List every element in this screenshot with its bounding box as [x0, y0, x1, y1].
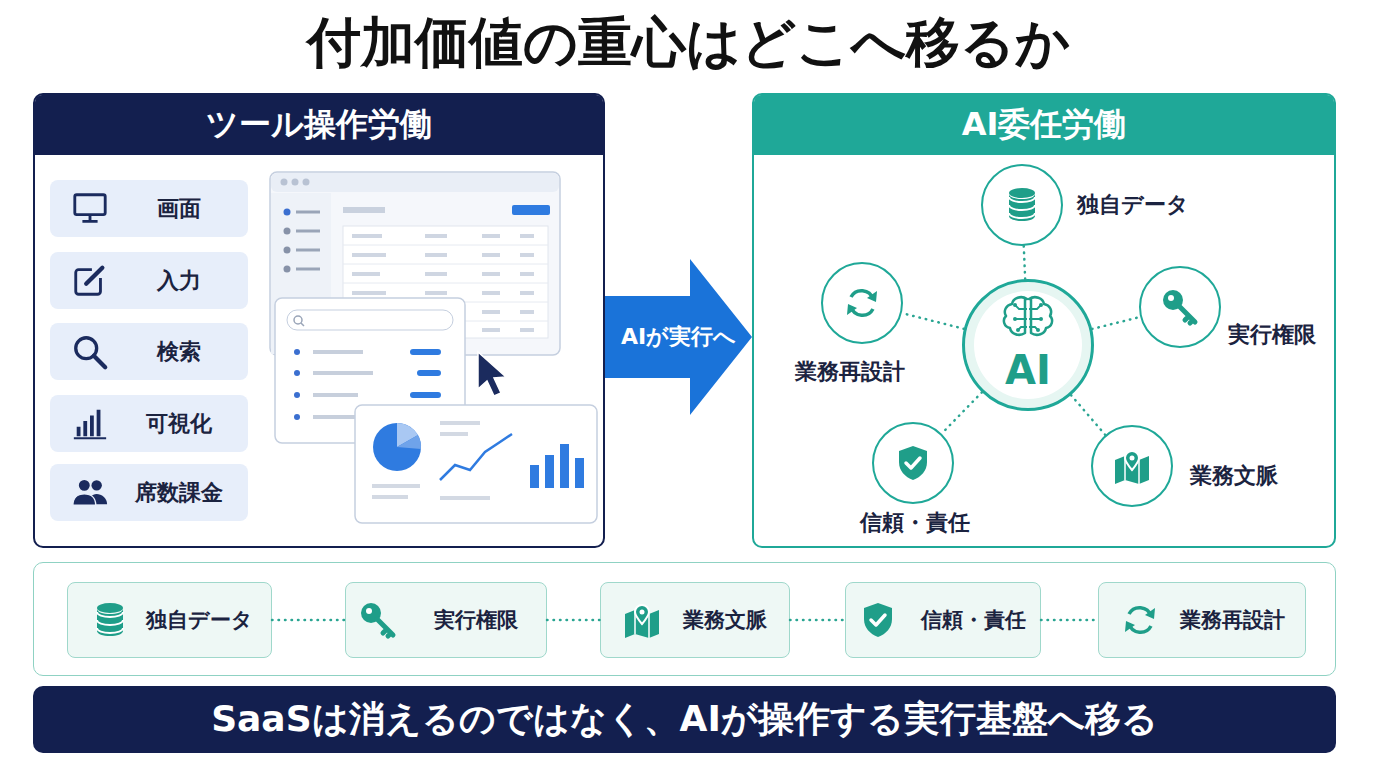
factor-circle: 信頼・責任 [872, 422, 954, 504]
panel-heading: ツール操作労働 [35, 95, 603, 155]
value-box: 業務再設計 [1098, 582, 1306, 658]
factor-circle: 業務文脈 [1091, 425, 1173, 507]
dotted-link [272, 619, 345, 622]
factor-circle: 実行権限 [1139, 266, 1221, 348]
work-panel: ツール操作労働画面入力検索可視化席数課金 [33, 93, 605, 548]
feature-label: 入力 [116, 252, 242, 309]
factor-label: 実行権限 [1228, 320, 1316, 350]
value-label: 独自データ [134, 583, 265, 657]
dotted-link [1041, 619, 1098, 622]
value-box: 業務文脈 [600, 582, 790, 658]
feature-box: 検索 [50, 323, 248, 380]
ai-hub: AI [962, 279, 1094, 411]
value-label: 業務再設計 [1165, 583, 1299, 657]
feature-label: 席数課金 [116, 464, 242, 521]
feature-label: 可視化 [116, 395, 242, 452]
value-box: 独自データ [67, 582, 272, 658]
factor-circle: 業務再設計 [821, 262, 903, 344]
value-label: 業務文脈 [667, 583, 783, 657]
feature-box: 画面 [50, 180, 248, 237]
feature-label: 検索 [116, 323, 242, 380]
factor-label: 業務再設計 [795, 357, 905, 387]
value-box: 実行権限 [345, 582, 547, 658]
value-label: 信頼・責任 [912, 583, 1034, 657]
factor-label: 信頼・責任 [860, 508, 970, 538]
conclusion-band: SaaSは消えるのではなく、AIが操作する実行基盤へ移る [33, 686, 1336, 753]
diagram-title: 付加価値の重心はどこへ移るか [0, 6, 1376, 80]
factor-label: 独自データ [1077, 190, 1189, 220]
dotted-link [547, 619, 600, 622]
value-box: 信頼・責任 [845, 582, 1041, 658]
factor-circle: 独自データ [981, 164, 1063, 246]
ai-label: AI [1005, 347, 1051, 393]
panel-heading: AI委任労働 [754, 95, 1334, 155]
feature-box: 席数課金 [50, 464, 248, 521]
arrow-label: AIが実行へ [621, 322, 736, 352]
feature-box: 可視化 [50, 395, 248, 452]
conclusion-text: SaaSは消えるのではなく、AIが操作する実行基盤へ移る [33, 686, 1336, 753]
value-label: 実行権限 [412, 583, 540, 657]
feature-box: 入力 [50, 252, 248, 309]
work-panel: AI委任労働独自データ業務再設計AI実行権限信頼・責任業務文脈 [752, 93, 1336, 548]
flow-arrow [605, 259, 752, 415]
dotted-link [790, 619, 845, 622]
factor-label: 業務文脈 [1190, 461, 1278, 491]
feature-label: 画面 [116, 180, 242, 237]
